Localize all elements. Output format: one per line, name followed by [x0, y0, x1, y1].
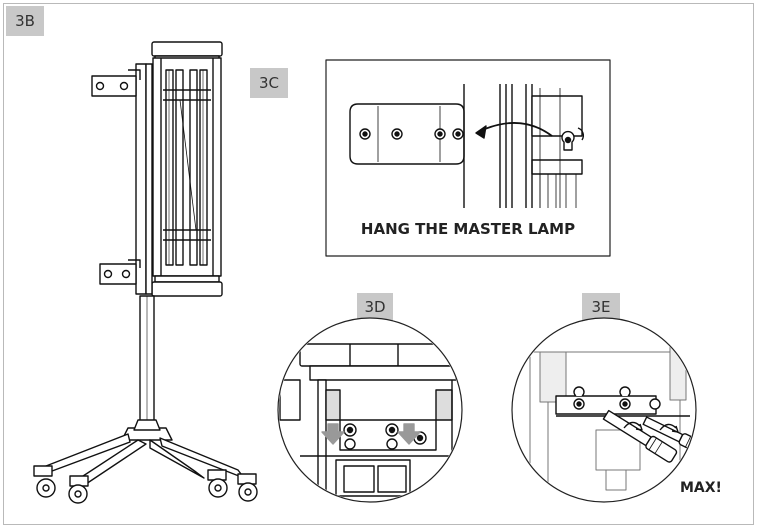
- lamp-stand-illustration: [33, 41, 258, 504]
- step-label-3e: 3E: [582, 293, 620, 321]
- max-torque-caption: MAX!: [680, 480, 722, 496]
- step-label-3c: 3C: [250, 68, 288, 98]
- step-label-3b: 3B: [6, 6, 44, 36]
- hang-master-lamp-caption: HANG THE MASTER LAMP: [360, 220, 576, 238]
- hang-lamp-detail: [325, 59, 611, 257]
- step-3d-detail: [277, 317, 463, 503]
- step-3e-detail: [511, 317, 697, 503]
- step-label-3d: 3D: [357, 293, 393, 321]
- figure-frame: [3, 3, 754, 525]
